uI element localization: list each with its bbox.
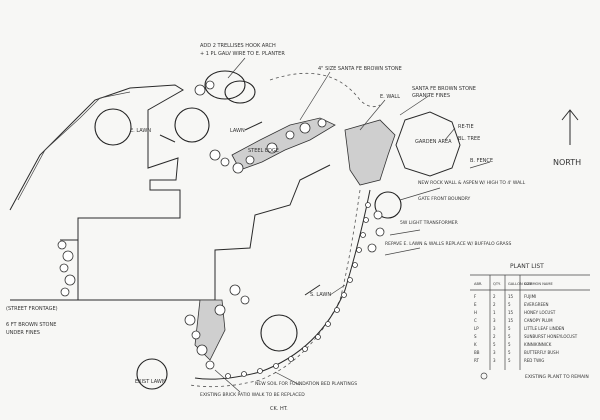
note-trellis: ADD 2 TRELLISES HOOK ARCH: [200, 43, 276, 49]
direction-arrows: [159, 121, 321, 296]
plant-list-cell: 15: [508, 310, 514, 315]
stone-path: [344, 119, 396, 186]
label-steel-edge: STEEL EDGE: [248, 148, 279, 154]
plant-list-cell: 3: [493, 326, 496, 331]
label-bottom-note: NEW SOIL FOR FOUNDATION BED PLANTINGS: [255, 381, 357, 387]
plant-list-cell: SUNBURST HONEYLOCUST: [524, 334, 578, 339]
plant-list-cell: CANOPY PLUM: [524, 318, 553, 323]
plant-list-cell: LITTLE LEAF LINDEN: [524, 326, 564, 331]
plant-list-cell: 1: [493, 310, 496, 315]
label-under-fines: UNDER FINES: [6, 330, 40, 336]
plant-list-cell: 5: [508, 326, 511, 331]
label-ck-ht: CK. HT.: [270, 406, 288, 412]
tree-circle: [94, 108, 132, 146]
plant-list-cell: 2: [493, 294, 496, 299]
label-granite: GRANITE FINES: [412, 93, 450, 99]
plant-list-cell: S: [474, 334, 477, 339]
plant-list-header: GALLON SIZE: [508, 282, 533, 286]
plant-list-header: COMMON NAME: [524, 282, 553, 286]
plant-list-cell: EVERGREEN: [524, 302, 549, 307]
north-label: NORTH: [553, 158, 581, 167]
plant-list-cell: H: [474, 310, 477, 315]
plant-list-cell: BUTTERFLY BUSH: [524, 350, 559, 355]
label-e-lawn: E. LAWN: [130, 128, 151, 134]
lawn-edge: [269, 72, 381, 108]
plant-list-cell: RED TWIG: [524, 358, 544, 363]
plant-list-cell: LP: [474, 326, 479, 331]
label-street: (STREET FRONTAGE): [6, 306, 58, 312]
house-outline: [9, 84, 331, 301]
rock-wall-stones: [225, 202, 371, 379]
label-transformer: 5W LIGHT TRANSFORMER: [400, 220, 458, 226]
plant-list-header: ABR.: [474, 282, 482, 286]
plant-list-cell: HONEY LOCUST: [524, 310, 556, 315]
note-sandstone: 4" SIZE SANTA FE BROWN STONE: [318, 66, 402, 72]
tree-circle: [174, 107, 210, 143]
plant-list-cell: BB: [474, 350, 480, 355]
left-wall: [10, 239, 79, 301]
plant-list-cell: 5: [508, 350, 511, 355]
note-trellis-2: + 1 PL GALV WIRE TO E. PLANTER: [200, 51, 285, 57]
plant-list-cell: 15: [508, 294, 514, 299]
plant-list-cell: 3: [493, 318, 496, 323]
label-re-tie: RE-TIE: [458, 124, 474, 130]
shrub-group-ellipse: [204, 70, 246, 100]
plant-list-cell: 5: [508, 302, 511, 307]
tree-circle: [136, 358, 168, 390]
plant-list-cell: FUJIMI: [524, 294, 536, 299]
shrub-group-ellipse: [224, 80, 256, 104]
label-santa-fe: SANTA FE BROWN STONE: [412, 86, 476, 92]
label-exist-lawn: EXIST LAWN: [135, 379, 166, 385]
north-arrow-icon: [561, 109, 579, 145]
label-e-wall: E. WALL: [380, 94, 400, 100]
plant-list-cell: 5: [493, 342, 496, 347]
label-lawn: LAWN: [230, 128, 245, 134]
plant-list-cell: 3: [493, 350, 496, 355]
plant-list-cell: 2: [493, 302, 496, 307]
tree-circle: [260, 314, 298, 352]
garden-area-octagon: [395, 111, 461, 177]
plant-list-cell: F: [474, 294, 477, 299]
label-repave: REPAVE E. LAWN & WALLS REPLACE W/ BUFFAL…: [385, 241, 511, 247]
label-garden: GARDEN AREA: [415, 139, 452, 145]
label-brown-stone: 6 FT BROWN STONE: [6, 322, 56, 328]
plant-list-cell: C: [474, 318, 477, 323]
house-inner-outline: [17, 91, 131, 201]
plant-list-cell: KINNIKINNICK: [524, 342, 552, 347]
shrub-cluster: [57, 80, 385, 370]
plant-list-cell: E: [474, 302, 477, 307]
label-existing-brick: EXISTING BRICK PATIO WALK TO BE REPLACED: [200, 392, 305, 398]
plant-list-title: PLANT LIST: [510, 263, 544, 270]
leader-lines: [214, 57, 491, 393]
label-s-lawn: S. LAWN: [310, 292, 331, 298]
plant-list-cell: 3: [493, 358, 496, 363]
plant-list-cell: 5: [508, 342, 511, 347]
plant-list-cell: 5: [508, 334, 511, 339]
plant-list-cell: 2: [493, 334, 496, 339]
label-bl-tree: BL. TREE: [458, 136, 480, 142]
tree-circle: [374, 191, 402, 219]
label-b-fence: B. FENCE: [470, 158, 493, 164]
plant-list-cell: 5: [508, 358, 511, 363]
plant-list-cell: RT: [474, 358, 479, 363]
label-gate: GATE FRONT BOUNDRY: [418, 196, 471, 202]
plant-list-header: QTY.: [493, 282, 501, 286]
existing-plant-symbol: [480, 372, 488, 380]
plant-list-footer: EXISTING PLANT TO REMAIN: [525, 374, 589, 380]
label-rock-wall: NEW ROCK WALL & ASPEN W/ HIGH TO 4' WALL: [418, 180, 526, 186]
lawn-edge: [189, 189, 361, 388]
plant-list-cell: K: [474, 342, 477, 347]
plant-list-cell: 15: [508, 318, 514, 323]
